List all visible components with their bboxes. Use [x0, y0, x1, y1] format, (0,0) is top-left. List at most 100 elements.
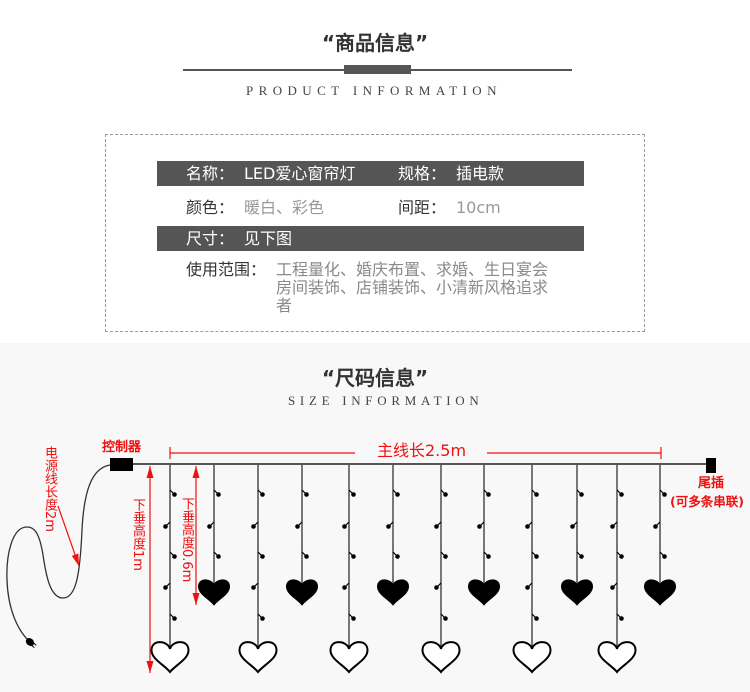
- bulb-icon: [295, 521, 303, 529]
- spec-table-frame: [105, 134, 645, 332]
- bulb-icon: [213, 551, 221, 559]
- bulb-icon: [576, 551, 584, 559]
- light-strand: [467, 465, 501, 606]
- bulb-icon: [169, 489, 177, 497]
- spec-row-3-background: [157, 226, 584, 251]
- light-strand: [512, 465, 552, 674]
- power-cord-pointer: [57, 505, 80, 567]
- heart-outline-icon: [329, 641, 369, 674]
- heart-outline-icon: [150, 641, 190, 674]
- product-info-subtitle: PRODUCT INFORMATION: [246, 83, 502, 98]
- bulb-icon: [477, 521, 485, 529]
- usage-value: 工程量化、婚庆布置、求婚、生日宴会房间装饰、店铺装饰、小清新风格追求者: [276, 260, 549, 315]
- power-plug-icon: [25, 638, 37, 649]
- spacing-label: 间距：: [398, 198, 447, 217]
- bulb-icon: [434, 582, 442, 590]
- light-strand: [643, 465, 677, 606]
- usage-label: 使用范围：: [186, 260, 267, 279]
- size-value: 见下图: [244, 229, 293, 248]
- color-value: 暖白、彩色: [244, 198, 325, 217]
- bulb-icon: [576, 489, 584, 497]
- main-line-dimension: [169, 447, 662, 459]
- bulb-icon: [348, 551, 356, 559]
- size-info-section: [0, 343, 750, 692]
- name-value: LED爱心窗帘灯: [244, 164, 356, 183]
- bulb-icon: [531, 551, 539, 559]
- bulb-icon: [659, 551, 667, 559]
- size-label: 尺寸：: [186, 229, 235, 248]
- bulb-icon: [616, 613, 624, 621]
- heart-filled-icon: [376, 579, 410, 606]
- spec-value: 插电款: [456, 164, 505, 183]
- size-info-title: “尺码信息”: [321, 366, 429, 390]
- bulb-icon: [440, 551, 448, 559]
- bulb-icon: [531, 613, 539, 621]
- drop-1m-label: 下垂高度1m: [130, 498, 145, 571]
- light-strand: [150, 465, 190, 674]
- product-info-title: “商品信息”: [321, 31, 429, 55]
- bulb-icon: [531, 489, 539, 497]
- heart-outline-icon: [238, 641, 278, 674]
- color-label: 颜色：: [186, 198, 235, 217]
- bulb-icon: [653, 521, 661, 529]
- drop-0.6m-label: 下垂高度0.6m: [179, 497, 194, 583]
- light-strand: [597, 465, 637, 674]
- bulb-icon: [301, 551, 309, 559]
- heart-filled-icon: [285, 579, 319, 606]
- bulb-icon: [342, 582, 350, 590]
- light-strand: [376, 465, 410, 606]
- bulb-icon: [483, 551, 491, 559]
- bulb-icon: [169, 551, 177, 559]
- tail-plug: [706, 458, 716, 473]
- bulb-icon: [169, 613, 177, 621]
- tail-plug-note: (可多条串联): [670, 494, 744, 509]
- bulb-icon: [207, 521, 215, 529]
- name-label: 名称：: [186, 164, 235, 183]
- bulb-icon: [392, 551, 400, 559]
- bulb-icon: [659, 489, 667, 497]
- bulb-icon: [434, 521, 442, 529]
- main-line-length-label: 主线长2.5m: [377, 441, 467, 460]
- bulb-icon: [163, 582, 171, 590]
- heart-outline-icon: [597, 641, 637, 674]
- spec-row-1-background: [157, 161, 584, 186]
- bulb-icon: [483, 489, 491, 497]
- bulb-icon: [570, 521, 578, 529]
- heart-outline-icon: [512, 641, 552, 674]
- bulb-icon: [348, 613, 356, 621]
- light-strand: [238, 465, 278, 674]
- spacing-value: 10cm: [456, 198, 501, 217]
- heart-filled-icon: [197, 579, 231, 606]
- spec-label: 规格：: [398, 164, 447, 183]
- bulb-icon: [440, 613, 448, 621]
- bulb-icon: [257, 489, 265, 497]
- controller-label: 控制器: [102, 440, 142, 455]
- bulb-icon: [610, 582, 618, 590]
- light-strand: [560, 465, 594, 606]
- bulb-icon: [392, 489, 400, 497]
- bulb-icon: [301, 489, 309, 497]
- bulb-icon: [386, 521, 394, 529]
- light-strand: [285, 465, 319, 606]
- light-strand: [329, 465, 369, 674]
- bulb-icon: [525, 582, 533, 590]
- bulb-icon: [342, 521, 350, 529]
- bulb-icon: [257, 551, 265, 559]
- power-cord-length-label: 电源线长度2m: [42, 446, 57, 532]
- bulb-icon: [525, 521, 533, 529]
- bulb-icon: [163, 521, 171, 529]
- heart-outline-icon: [421, 641, 461, 674]
- bulb-icon: [348, 489, 356, 497]
- heart-filled-icon: [467, 579, 501, 606]
- light-strand: [197, 465, 231, 606]
- bulb-icon: [213, 489, 221, 497]
- heart-filled-icon: [643, 579, 677, 606]
- power-cord: [6, 464, 111, 641]
- bulb-icon: [440, 489, 448, 497]
- controller-box: [110, 458, 133, 471]
- bulb-icon: [257, 613, 265, 621]
- header-divider-bar: [344, 65, 411, 74]
- bulb-icon: [610, 521, 618, 529]
